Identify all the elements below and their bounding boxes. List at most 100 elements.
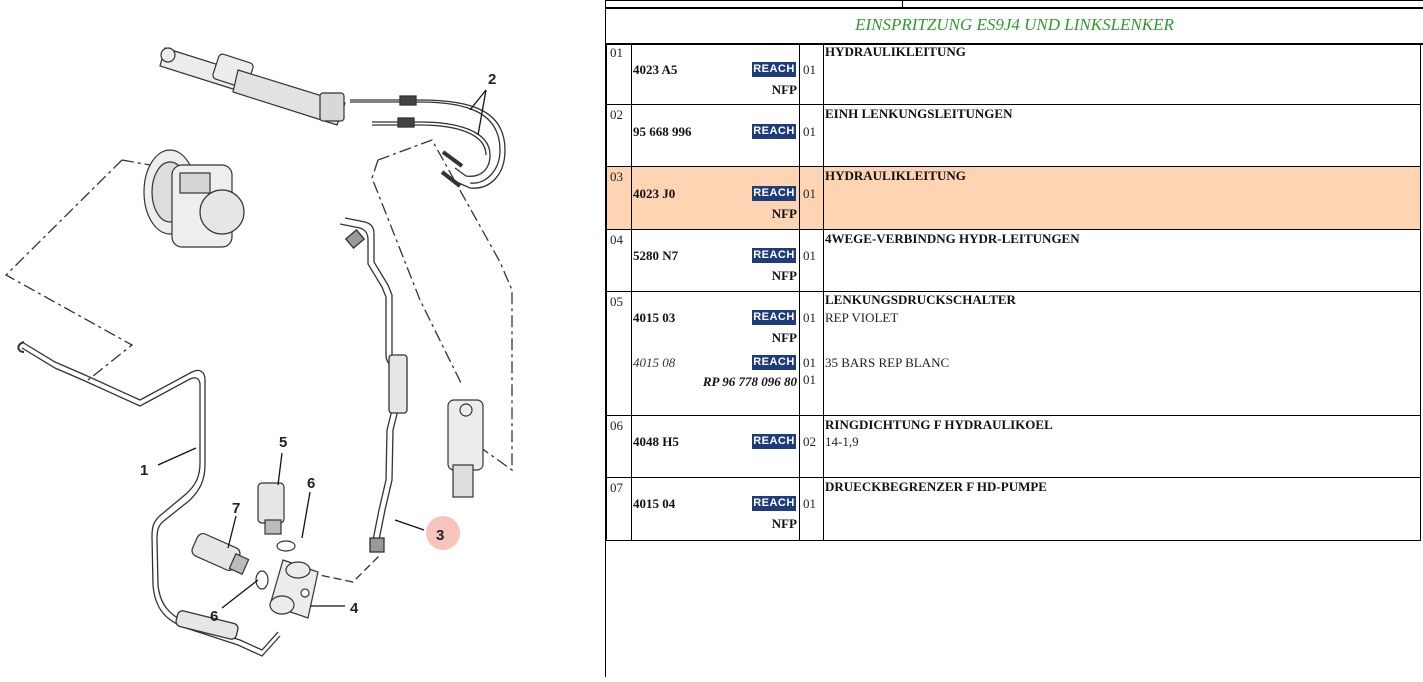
reach-badge: REACH — [752, 124, 796, 139]
table-top-strip — [606, 0, 1423, 8]
index-cell: 06 — [607, 416, 632, 477]
part-note: 14-1,9 — [825, 434, 859, 449]
qty-cell: 01 — [799, 230, 824, 291]
callout-2[interactable]: 2 — [488, 71, 496, 88]
part-reference[interactable]: 4015 04 — [633, 496, 676, 511]
callout-6-upper[interactable]: 6 — [307, 475, 315, 492]
part-description: DRUECKBEGRENZER F HD-PUMPE — [825, 479, 1047, 494]
reference-cell: 95 668 996 REACH — [631, 105, 800, 166]
row-index: 05 — [610, 294, 623, 309]
part-description: HYDRAULIKLEITUNG — [825, 44, 966, 59]
alternate-note: 35 BARS REP BLANC — [825, 355, 950, 370]
part-reference[interactable]: 5280 N7 — [633, 248, 679, 263]
part-reference[interactable]: 4048 H5 — [633, 434, 679, 449]
qty-cell: 01 — [799, 478, 824, 540]
row-index: 06 — [610, 418, 623, 433]
nfp-label: NFP — [771, 82, 797, 97]
reach-badge: REACH — [752, 434, 796, 449]
part-description: 4WEGE-VERBINDNG HYDR-LEITUNGEN — [825, 231, 1080, 246]
table-row-07[interactable]: 07 4015 04 REACH NFP 01 DRUECKBEGRENZER … — [606, 478, 1421, 541]
quantity: 01 — [803, 62, 816, 77]
part-description: EINH LENKUNGSLEITUNGEN — [825, 106, 1013, 121]
index-cell: 04 — [607, 230, 632, 291]
row-index: 02 — [610, 107, 623, 122]
quantity: 01 — [803, 496, 816, 511]
callout-5[interactable]: 5 — [279, 434, 287, 451]
alternate-reference[interactable]: 4015 08 — [633, 355, 676, 370]
nfp-label: NFP — [771, 516, 797, 531]
description-cell: LENKUNGSDRUCKSCHALTER REP VIOLET 35 BARS… — [823, 292, 1420, 415]
table-row-06[interactable]: 06 4048 H5 REACH 02 RINGDICHTUNG F HYDRA… — [606, 416, 1421, 478]
callout-1[interactable]: 1 — [140, 462, 148, 479]
qty-cell: 01 — [799, 43, 824, 104]
quantity: 01 — [803, 124, 816, 139]
description-cell: EINH LENKUNGSLEITUNGEN — [823, 105, 1420, 166]
qty-cell: 01 — [799, 167, 824, 229]
hose-set-part-2 — [350, 95, 506, 189]
panel-divider — [605, 0, 606, 677]
reach-badge: REACH — [752, 310, 796, 325]
quantity: 01 — [803, 310, 816, 325]
pump-part — [143, 149, 245, 248]
table-title: EINSPRITZUNG ES9J4 UND LINKSLENKER — [606, 7, 1423, 45]
callout-3[interactable]: 3 — [436, 527, 444, 544]
description-cell: 4WEGE-VERBINDNG HYDR-LEITUNGEN — [823, 230, 1420, 291]
nfp-label: NFP — [771, 330, 797, 345]
reach-badge: REACH — [752, 186, 796, 201]
quantity: 01 — [803, 186, 816, 201]
table-row-04[interactable]: 04 5280 N7 REACH NFP 01 4WEGE-VERBINDNG … — [606, 230, 1421, 292]
index-cell: 05 — [607, 292, 632, 415]
table-row-02[interactable]: 02 95 668 996 REACH 01 EINH LENKUNGSLEIT… — [606, 105, 1421, 167]
row-index: 01 — [610, 45, 623, 60]
part-description: HYDRAULIKLEITUNG — [825, 168, 966, 183]
rp-reference[interactable]: RP 96 778 096 80 — [702, 374, 797, 389]
description-cell: HYDRAULIKLEITUNG — [823, 167, 1420, 229]
index-cell: 07 — [607, 478, 632, 540]
rp-quantity: 01 — [803, 372, 816, 387]
part-reference[interactable]: 4023 J0 — [633, 186, 676, 201]
part-reference[interactable]: 4023 A5 — [633, 62, 678, 77]
reference-cell: 4023 A5 REACH NFP — [631, 43, 800, 104]
reference-cell: 4048 H5 REACH — [631, 416, 800, 477]
row-index: 03 — [610, 169, 623, 184]
callout-4[interactable]: 4 — [350, 600, 359, 617]
steering-rack-part — [159, 47, 346, 126]
reach-badge: REACH — [752, 248, 796, 263]
pressure-switch-part-5 — [257, 482, 285, 535]
exploded-parts-diagram: 1 2 3 4 5 6 6 7 — [0, 0, 605, 677]
row-index: 04 — [610, 232, 623, 247]
parts-table: EINSPRITZUNG ES9J4 UND LINKSLENKER 01 40… — [606, 0, 1423, 543]
reach-badge: REACH — [752, 62, 796, 77]
description-cell: RINGDICHTUNG F HYDRAULIKOEL 14-1,9 — [823, 416, 1420, 477]
table-row-05[interactable]: 05 4015 03 REACH NFP 4015 08 REACH RP 96… — [606, 292, 1421, 416]
pressure-limiter-part-7 — [191, 533, 250, 575]
hydraulic-line-part-3 — [339, 217, 408, 553]
qty-cell: 01 — [799, 105, 824, 166]
highlight-marker[interactable] — [426, 516, 460, 550]
reference-cell: 4015 03 REACH NFP 4015 08 REACH RP 96 77… — [631, 292, 800, 415]
part-description: LENKUNGSDRUCKSCHALTER — [825, 292, 1016, 307]
part-note: REP VIOLET — [825, 310, 899, 325]
seal-rings-part-6 — [255, 540, 296, 590]
index-cell: 01 — [607, 43, 632, 104]
table-row-03[interactable]: 03 4023 J0 REACH NFP 01 HYDRAULIKLEITUNG — [606, 167, 1421, 230]
reference-cell: 4023 J0 REACH NFP — [631, 167, 800, 229]
part-description: RINGDICHTUNG F HYDRAULIKOEL — [825, 417, 1053, 432]
reference-cell: 4015 04 REACH NFP — [631, 478, 800, 540]
part-reference[interactable]: 4015 03 — [633, 310, 676, 325]
qty-cell: 02 — [799, 416, 824, 477]
callout-7[interactable]: 7 — [232, 500, 240, 517]
part-reference[interactable]: 95 668 996 — [633, 124, 692, 139]
callout-6-lower[interactable]: 6 — [210, 608, 218, 625]
alternate-quantity: 01 — [803, 355, 816, 370]
quantity: 02 — [803, 434, 816, 449]
four-way-block-part-4 — [269, 559, 319, 619]
hydraulic-line-part-1 — [17, 341, 281, 657]
reference-cell: 5280 N7 REACH NFP — [631, 230, 800, 291]
table-row-01[interactable]: 01 4023 A5 REACH NFP 01 HYDRAULIKLEITUNG — [606, 43, 1421, 105]
diagram-svg: 1 2 3 4 5 6 6 7 — [4, 47, 513, 657]
nfp-label: NFP — [771, 206, 797, 221]
row-index: 07 — [610, 480, 623, 495]
qty-cell: 01 01 01 — [799, 292, 824, 415]
description-cell: DRUECKBEGRENZER F HD-PUMPE — [823, 478, 1420, 540]
